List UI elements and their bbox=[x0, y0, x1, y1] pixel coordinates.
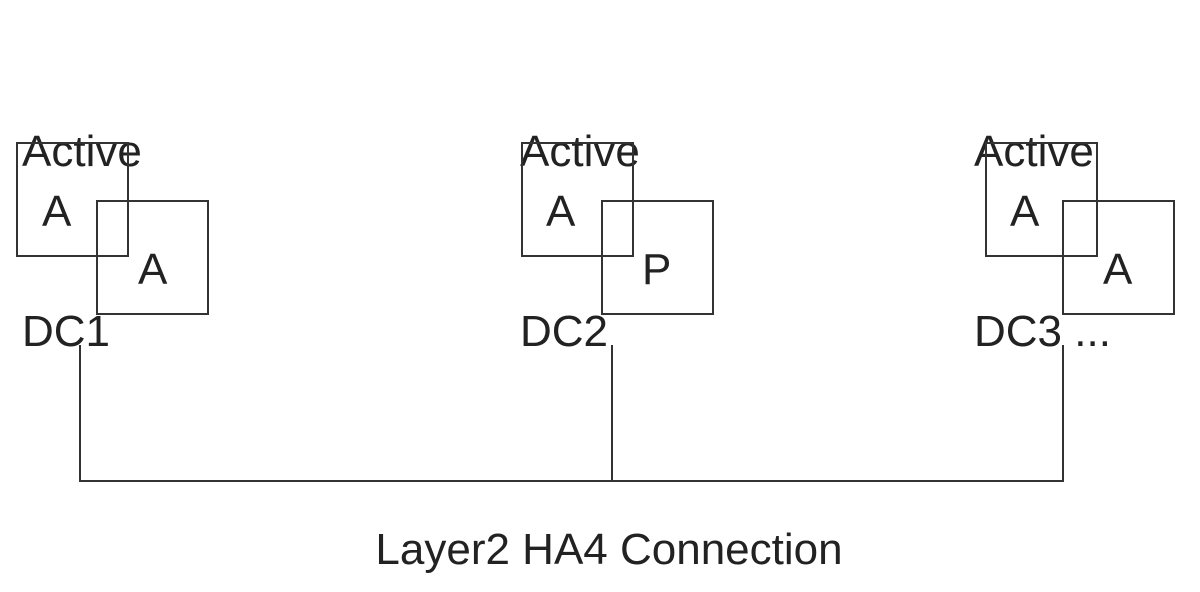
dc2-drop-line bbox=[611, 345, 613, 482]
dc3-status: Active bbox=[974, 127, 1094, 176]
dc2-node-primary-letter: A bbox=[546, 187, 576, 236]
dc3-name: DC3 ... bbox=[974, 307, 1111, 356]
dc2-node-primary bbox=[521, 142, 634, 257]
dc1-name: DC1 bbox=[22, 307, 111, 356]
layer2-bus-line bbox=[79, 480, 1064, 482]
dc3-label: Active DC3 ... bbox=[974, 2, 1111, 482]
dc1-node-secondary-letter: A bbox=[138, 245, 168, 294]
dc1-node-primary bbox=[16, 142, 129, 257]
dc1-drop-line bbox=[79, 345, 81, 482]
dc1-node-primary-letter: A bbox=[42, 187, 72, 236]
dc2-node-secondary bbox=[601, 200, 714, 315]
dc3-node-secondary-letter: A bbox=[1103, 245, 1133, 294]
dc3-node-primary bbox=[985, 142, 1098, 257]
dc2-status: Active bbox=[520, 127, 640, 176]
dc3-node-secondary bbox=[1062, 200, 1175, 315]
dc2-node-secondary-letter: P bbox=[642, 245, 672, 294]
dc2-name: DC2 bbox=[520, 307, 609, 356]
dc1-node-secondary bbox=[96, 200, 209, 315]
dc1-status: Active bbox=[22, 127, 142, 176]
dc3-drop-line bbox=[1062, 345, 1064, 482]
dc3-node-primary-letter: A bbox=[1010, 187, 1040, 236]
dc2-label: Active DC2 bbox=[520, 2, 640, 482]
dc1-label: Active DC1 bbox=[22, 2, 142, 482]
connection-label: Layer2 HA4 Connection bbox=[375, 525, 843, 574]
